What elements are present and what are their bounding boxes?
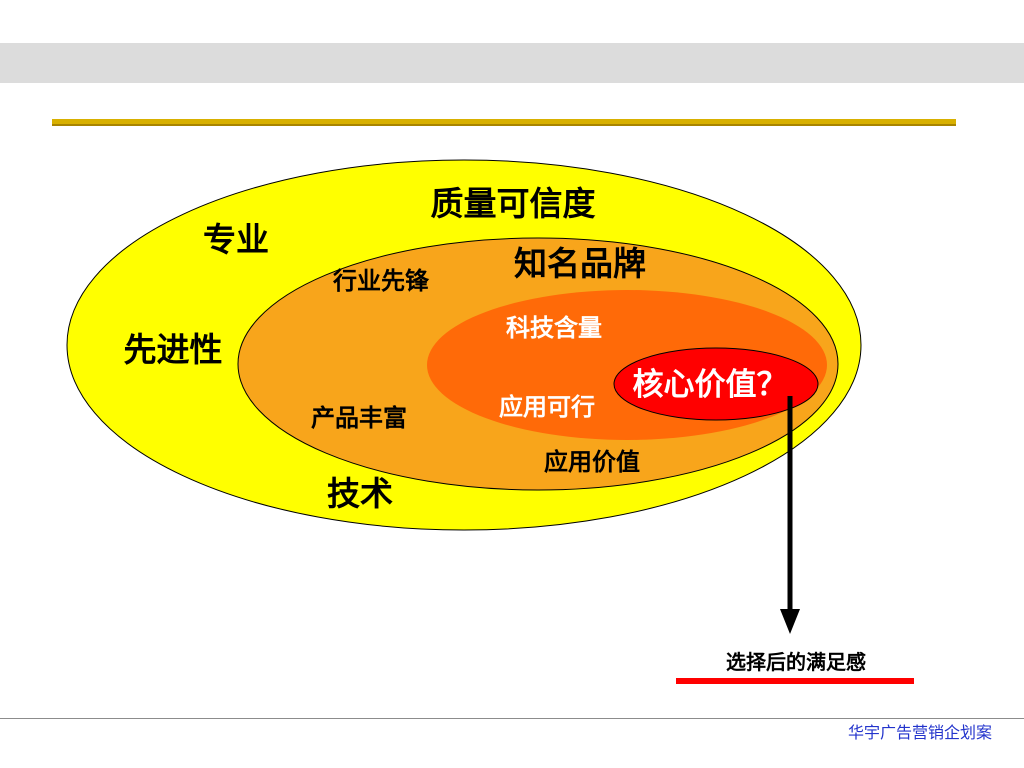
outer-label-quality: 质量可信度 bbox=[431, 185, 596, 222]
outer-label-professional: 专业 bbox=[203, 221, 269, 258]
footer-divider bbox=[0, 718, 1024, 719]
title-accent-line bbox=[52, 119, 956, 126]
core-ellipse bbox=[613, 347, 819, 421]
outer-label-technology: 技术 bbox=[327, 475, 393, 512]
middle-label-pioneer: 行业先锋 bbox=[332, 267, 430, 295]
middle-label-rich-products: 产品丰富 bbox=[311, 404, 407, 432]
outcome-label: 选择后的满足感 bbox=[726, 650, 866, 674]
middle-label-application-value: 应用价值 bbox=[544, 448, 640, 476]
middle-label-brand: 知名品牌 bbox=[514, 245, 646, 282]
footer-text: 华宇广告营销企划案 bbox=[848, 724, 992, 742]
inner-label-feasible: 应用可行 bbox=[499, 393, 595, 421]
down-arrow-head bbox=[780, 609, 800, 634]
core-label: 核心价值？ bbox=[633, 367, 788, 402]
outcome-underline bbox=[676, 678, 914, 684]
header-band bbox=[0, 43, 1024, 83]
down-arrow bbox=[780, 396, 800, 634]
outer-label-advanced: 先进性 bbox=[124, 331, 223, 368]
inner-label-tech-content: 科技含量 bbox=[506, 314, 602, 342]
title-accent-line-shadow bbox=[52, 124, 956, 126]
